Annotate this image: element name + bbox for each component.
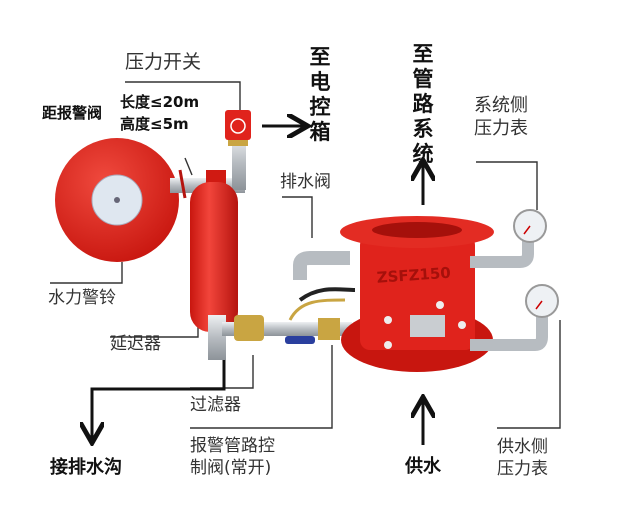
leader-drain-valve [282,196,313,238]
leader-water-bell [50,262,123,284]
alarm-check-valve: ZSFZ150 [340,216,494,372]
label-delay-chamber: 延迟器 [110,334,161,354]
label-water-bell: 水力警铃 [48,288,116,308]
ball-valve-handle [285,336,315,344]
water-bell [55,138,179,262]
label-length-limit: 长度≤20m [120,93,200,111]
delay-chamber [190,170,238,360]
label-to-pipe-system: 至管路系统 [412,42,434,166]
leader-system-gauge [476,161,538,210]
label-control-valve-line1: 报警管路控 [190,436,275,456]
leader-pressure-switch [125,81,241,110]
supply-pressure-gauge [525,284,559,318]
label-to-control-box: 至电控箱 [309,45,331,144]
drain-valve-pipe [293,251,350,280]
label-drain-valve: 排水阀 [280,172,331,192]
filter [234,315,264,341]
label-filter: 过滤器 [190,395,241,415]
label-system-gauge-line1: 系统侧 [474,95,528,116]
system-pressure-gauge [513,209,547,243]
label-water-supply: 供水 [405,456,441,477]
label-control-valve-line2: 制阀(常开) [190,458,272,478]
label-supply-gauge-line1: 供水侧 [497,437,548,457]
label-system-gauge-line2: 压力表 [474,118,528,139]
label-pressure-switch: 压力开关 [125,51,202,73]
leader-control-valve [190,345,333,429]
label-height-limit: 高度≤5m [120,115,189,133]
label-distance-to-valve: 距报警阀 [42,104,103,122]
valve-marking: ZSFZ150 [376,264,451,287]
pressure-switch [225,110,251,146]
arrow-to-drain [92,352,226,440]
label-supply-gauge-line2: 压力表 [497,459,548,479]
label-to-drain: 接排水沟 [50,457,122,478]
leader-supply-gauge [497,320,561,429]
leader-distance [184,157,193,176]
